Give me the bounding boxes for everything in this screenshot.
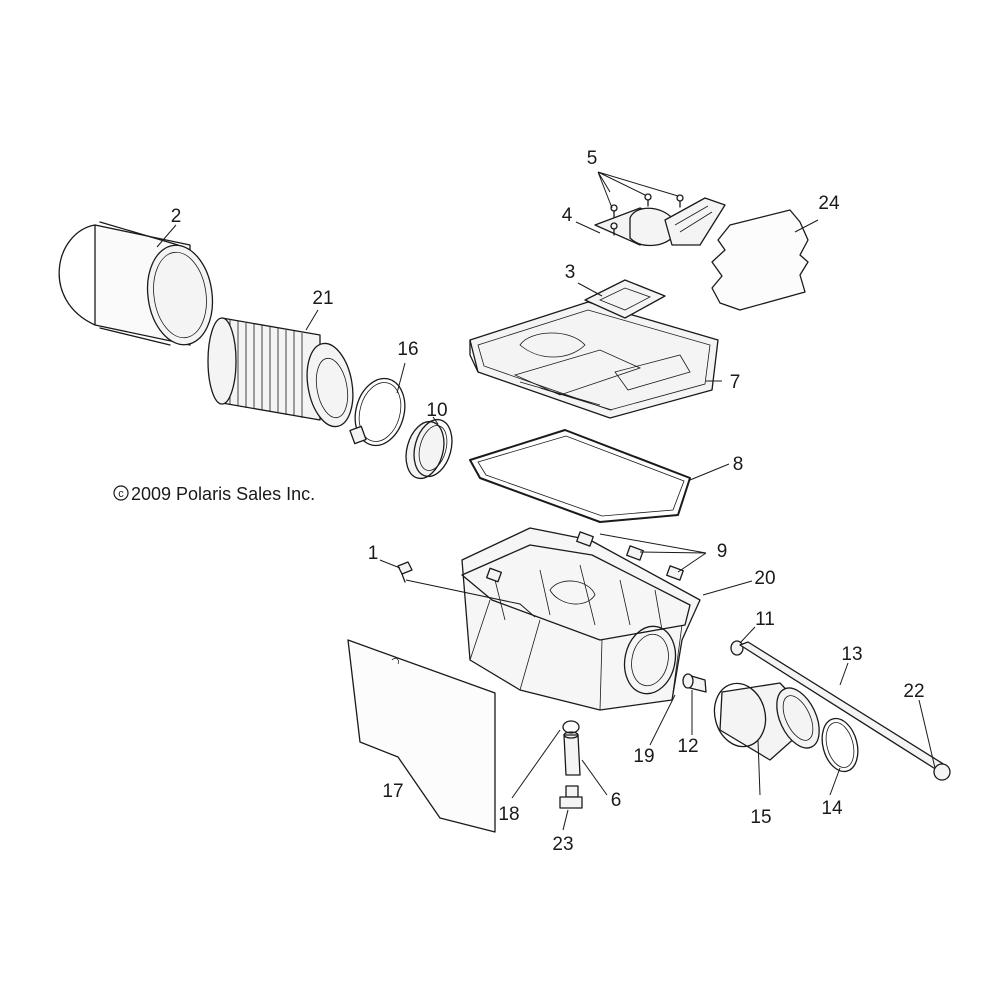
callout-7: 7 — [730, 372, 741, 393]
part-23-drain-valve — [559, 785, 583, 809]
callout-labels: 2 21 16 10 5 4 3 24 7 8 9 20 1 11 13 22 … — [171, 148, 925, 855]
callout-1: 1 — [368, 543, 379, 564]
callout-2: 2 — [171, 206, 182, 227]
callout-16: 16 — [397, 339, 418, 360]
callout-19: 19 — [633, 746, 654, 767]
callout-20: 20 — [754, 568, 775, 589]
part-17-filter-panel — [347, 639, 496, 833]
callout-8: 8 — [733, 454, 744, 475]
part-12-plug — [682, 673, 707, 693]
part-2-prefilter-sleeve — [58, 221, 214, 346]
callout-15: 15 — [750, 807, 771, 828]
part-8-lid-seal — [469, 429, 691, 523]
copyright-notice: c 2009 Polaris Sales Inc. — [113, 484, 315, 504]
part-1-bolt — [397, 561, 413, 583]
callout-24: 24 — [818, 193, 840, 214]
callout-6: 6 — [611, 790, 622, 811]
part-7-airbox-lid — [469, 301, 719, 419]
leader-lines — [156, 171, 936, 831]
callout-11: 11 — [755, 609, 775, 630]
part-22-end-cap — [933, 763, 951, 781]
callout-17: 17 — [382, 781, 403, 802]
part-6-drain-tube — [563, 731, 581, 776]
callout-22: 22 — [903, 681, 924, 702]
part-3-gasket-plate — [584, 279, 666, 319]
part-15-intake-boot — [713, 682, 820, 761]
part-16-hose-clamp — [349, 377, 406, 447]
part-9-latches — [486, 531, 684, 583]
callout-5: 5 — [587, 148, 598, 169]
callout-10: 10 — [426, 400, 447, 421]
part-11-fitting — [730, 640, 744, 656]
part-14-hose-clamp — [821, 717, 859, 773]
callout-18: 18 — [498, 804, 519, 825]
callout-23: 23 — [552, 834, 573, 855]
callout-4: 4 — [562, 205, 573, 226]
callout-14: 14 — [821, 798, 843, 819]
callout-9: 9 — [717, 541, 728, 562]
part-20-airbox-body — [461, 527, 701, 711]
callout-12: 12 — [677, 736, 698, 757]
callout-13: 13 — [841, 644, 862, 665]
copyright-text: 2009 Polaris Sales Inc. — [131, 484, 315, 504]
copyright-circle-icon — [113, 485, 129, 501]
part-4-intake-cover — [594, 197, 726, 247]
copyright-symbol: c — [118, 488, 124, 500]
callout-21: 21 — [312, 288, 333, 309]
part-21-air-filter — [207, 317, 354, 428]
callout-3: 3 — [565, 262, 576, 283]
part-24-decal — [711, 209, 809, 311]
part-18-drain-clamp — [562, 720, 580, 734]
part-5-screws — [610, 193, 684, 236]
part-10-coupler-ring — [405, 418, 453, 480]
